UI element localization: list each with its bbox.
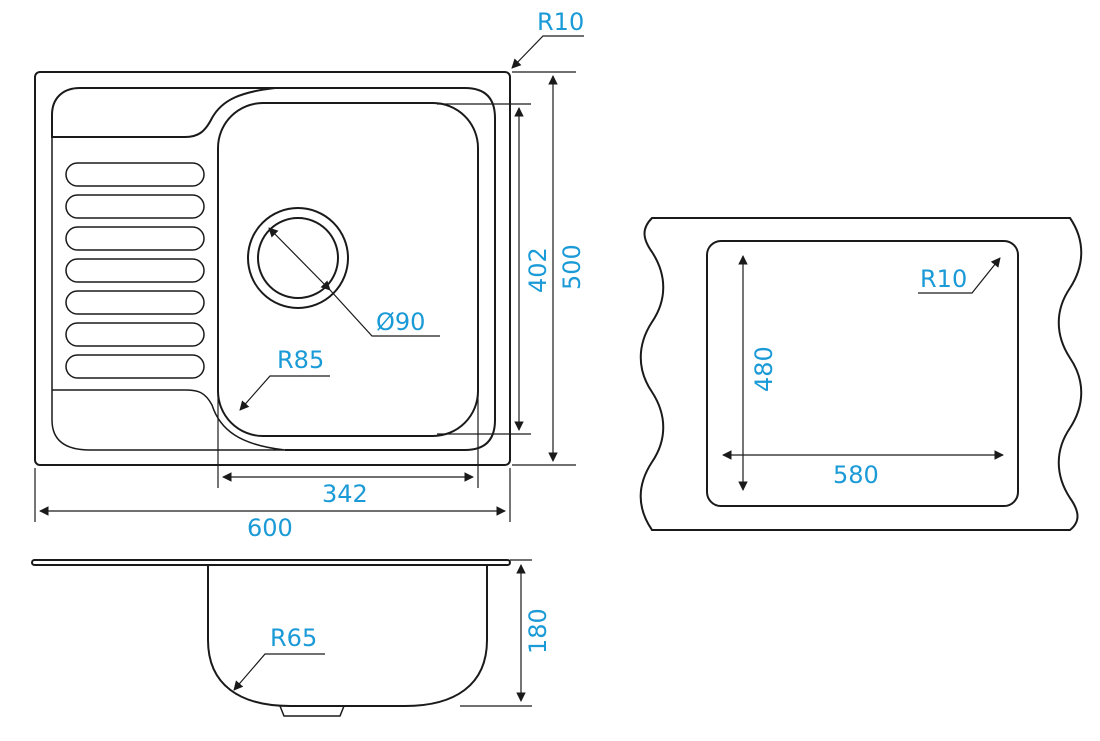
dim-500-label: 500 bbox=[558, 244, 586, 290]
dim-342-label: 342 bbox=[322, 480, 368, 508]
sink-inner-rim bbox=[51, 87, 276, 138]
drainboard-area bbox=[51, 137, 286, 451]
drain-outer-ring bbox=[247, 207, 349, 309]
groove bbox=[65, 226, 205, 251]
r65-label: R65 bbox=[270, 624, 317, 652]
drain-inner-ring bbox=[257, 217, 339, 299]
dim-580-label: 580 bbox=[833, 461, 879, 489]
countertop-outline bbox=[639, 217, 1083, 531]
d90-leader bbox=[329, 289, 440, 337]
groove bbox=[65, 194, 205, 219]
cutout-view: 480 580 R10 bbox=[639, 217, 1083, 531]
bowl-inner bbox=[217, 102, 479, 437]
r85-leader bbox=[239, 375, 330, 411]
groove bbox=[65, 258, 205, 283]
dim-480-label: 480 bbox=[750, 346, 778, 392]
groove bbox=[65, 162, 205, 187]
groove bbox=[65, 354, 205, 379]
r85-label: R85 bbox=[277, 346, 324, 374]
sink-outer-outline bbox=[34, 71, 511, 466]
bowl-profile bbox=[207, 565, 488, 707]
drainboard-grooves bbox=[65, 162, 205, 379]
cutout-opening bbox=[706, 240, 1019, 507]
dim-600-label: 600 bbox=[247, 514, 293, 542]
side-view: 180 R65 bbox=[31, 559, 552, 717]
d90-line bbox=[268, 227, 331, 291]
groove bbox=[65, 322, 205, 347]
r10-cutout-label: R10 bbox=[920, 265, 967, 293]
r10-leader bbox=[511, 35, 584, 69]
drain-stub bbox=[279, 705, 345, 717]
groove bbox=[65, 290, 205, 315]
dim-402-label: 402 bbox=[524, 247, 552, 293]
r65-leader bbox=[233, 653, 325, 691]
dim-180-label: 180 bbox=[524, 608, 552, 654]
d90-label: Ø90 bbox=[376, 308, 425, 336]
r10-top-label: R10 bbox=[537, 8, 584, 36]
sink-flange bbox=[31, 559, 511, 566]
top-view: R10 500 402 Ø90 R85 342 600 bbox=[34, 8, 586, 542]
bowl-outer-rim bbox=[275, 87, 496, 451]
r10-cutout-leader bbox=[918, 257, 1001, 294]
